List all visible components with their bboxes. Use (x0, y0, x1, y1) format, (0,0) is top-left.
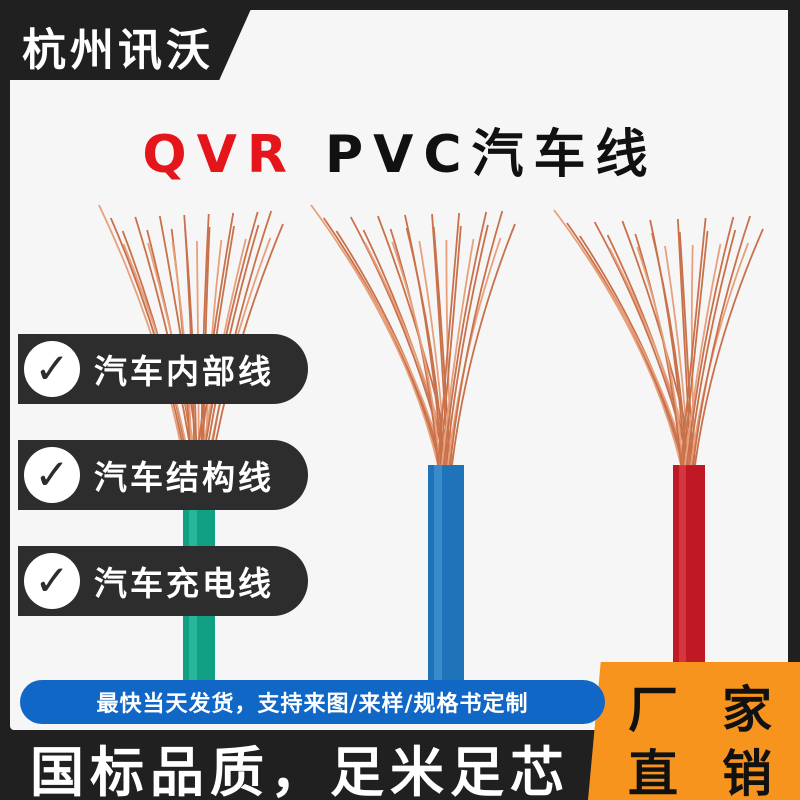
red-copper-strand (634, 233, 682, 466)
red-copper-strand (664, 245, 690, 466)
blue-copper-strand (451, 223, 516, 466)
blue-copper-strand (310, 204, 439, 466)
factory-direct-block: 厂 家 直 销 (588, 662, 800, 800)
blue-copper-strand (443, 211, 488, 466)
red-copper-strand (682, 230, 709, 466)
feature-label: 汽车内部线 (94, 352, 274, 391)
feature-pill-structure: ✓ 汽车结构线 (18, 440, 308, 510)
red-copper-strand (553, 209, 682, 466)
title-prefix: QVR (142, 125, 297, 185)
shipping-banner: 最快当天发货，支持来图/来样/规格书定制 (20, 680, 605, 724)
red-wire-insulation (673, 465, 705, 665)
feature-label: 汽车结构线 (94, 458, 274, 497)
red-copper-strand (686, 216, 735, 466)
blue-copper-strand (437, 212, 461, 466)
feature-label: 汽车充电线 (94, 564, 274, 603)
quality-slogan: 国标品质，足米足芯 (30, 741, 570, 800)
red-copper-strand (636, 246, 684, 466)
red-copper-strand (651, 232, 688, 466)
brand-tab (0, 0, 255, 80)
blue-copper-strand (432, 226, 451, 466)
red-copper-strand (692, 215, 751, 466)
feature-pill-interior: ✓ 汽车内部线 (18, 334, 308, 404)
blue-copper-strand (391, 241, 441, 466)
blue-copper-strand (418, 240, 447, 466)
red-copper-strand (566, 222, 684, 466)
blue-wire-highlight (434, 465, 442, 685)
blue-copper-strand (405, 227, 445, 466)
corner-char: 直 (628, 745, 678, 800)
blue-wire-insulation (428, 465, 464, 685)
corner-char: 销 (722, 745, 772, 800)
check-circle-icon: ✓ (24, 341, 80, 397)
product-title: QVR PVC汽车线 (0, 112, 800, 187)
blue-copper-strand (449, 210, 504, 466)
red-copper-strand (593, 221, 690, 466)
red-copper-strand (688, 229, 737, 466)
corner-char: 家 (722, 681, 772, 739)
feature-pill-charging: ✓ 汽车充电线 (18, 546, 308, 616)
copper-strands (98, 204, 764, 506)
blue-copper-strand (445, 224, 489, 466)
blue-copper-strand (439, 225, 462, 466)
corner-char: 厂 (628, 681, 678, 739)
check-circle-icon: ✓ (24, 553, 80, 609)
red-copper-strand (694, 228, 764, 466)
title-rest: PVC汽车线 (325, 125, 658, 185)
check-circle-icon: ✓ (24, 447, 80, 503)
brand-name: 杭州讯沃 (22, 25, 214, 76)
red-copper-strand (678, 231, 694, 466)
red-wire-highlight (679, 465, 686, 665)
red-copper-strand (684, 243, 722, 466)
blue-copper-strand (441, 238, 475, 466)
red-copper-strand (680, 217, 707, 466)
